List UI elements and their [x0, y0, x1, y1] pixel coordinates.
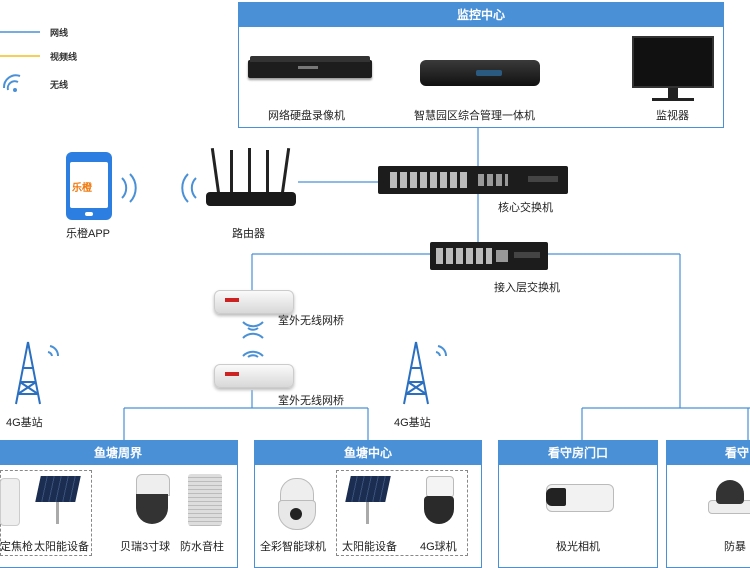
wireless-bridge-2-icon	[214, 364, 294, 388]
access-switch-icon	[430, 242, 548, 270]
management-label: 智慧园区综合管理一体机	[414, 110, 535, 122]
app-wireless-icon	[121, 173, 137, 203]
zone-1-item-2-label: 太阳能设备	[34, 541, 89, 553]
monitor-label: 监视器	[656, 110, 689, 122]
management-server-icon	[420, 54, 542, 88]
solar-pole-1	[56, 502, 59, 524]
legend-video-label: 视频线	[50, 52, 78, 62]
app-label: 乐橙APP	[66, 228, 111, 240]
zone-1-item-1-label: 定焦枪	[0, 541, 33, 553]
core-switch-label: 核心交换机	[498, 202, 553, 214]
zone-4-title: 看守	[667, 441, 750, 465]
router-icon	[206, 148, 296, 210]
aurora-camera-icon	[546, 484, 616, 514]
zone-2-device-group	[336, 470, 468, 556]
legend-net-label: 网线	[50, 28, 69, 38]
full-color-dome-icon	[276, 478, 316, 530]
legend: 网线 视频线 无线	[0, 22, 120, 92]
nvr-label: 网络硬盘录像机	[268, 110, 345, 122]
solar-panel-1-icon	[35, 476, 81, 502]
legend-wireless-label: 无线	[50, 80, 69, 90]
core-switch-icon	[378, 166, 568, 194]
legend-lines-icon	[0, 31, 40, 92]
zone-1-title: 鱼塘周界	[0, 441, 237, 465]
phone-app-icon: 乐橙	[66, 152, 112, 220]
router-wireless-icon	[181, 173, 197, 203]
zone-4-item-1-label: 防暴	[724, 541, 746, 553]
bullet-camera-icon	[0, 478, 20, 526]
bridge-1-label: 室外无线网桥	[278, 315, 344, 327]
vandal-dome-icon	[708, 480, 750, 520]
speaker-column-icon	[188, 474, 222, 526]
bridge-2-label: 室外无线网桥	[278, 395, 344, 407]
zone-3-title: 看守房门口	[499, 441, 657, 465]
app-logo-text: 乐橙	[72, 183, 92, 194]
speed-dome-3inch-icon	[132, 474, 172, 526]
nvr-device-icon	[248, 54, 372, 82]
cell-tower-1-icon	[15, 341, 60, 405]
tower-1-label: 4G基站	[6, 417, 43, 429]
zone-2-title: 鱼塘中心	[255, 441, 481, 465]
bridge-wireless-icon	[242, 321, 264, 339]
bridge-2-wireless-icon	[242, 350, 264, 358]
zone-1-item-3-label: 贝瑞3寸球	[120, 541, 171, 553]
zone-1-item-4-label: 防水音柱	[180, 541, 224, 553]
zone-2-item-3-label: 4G球机	[420, 541, 457, 553]
cell-tower-2-icon	[403, 341, 448, 405]
zone-2-item-2-label: 太阳能设备	[342, 541, 397, 553]
solar-panel-2-icon	[345, 476, 391, 502]
tower-2-label: 4G基站	[394, 417, 431, 429]
monitor-center-title: 监控中心	[239, 3, 723, 27]
monitor-icon	[632, 36, 716, 106]
zone-3-panel: 看守房门口	[498, 440, 658, 568]
wireless-bridge-1-icon	[214, 290, 294, 314]
zone-3-item-1-label: 极光相机	[556, 541, 600, 553]
solar-pole-2	[366, 502, 369, 524]
zone-2-item-1-label: 全彩智能球机	[260, 541, 326, 553]
4g-dome-camera-icon	[422, 476, 456, 528]
router-label: 路由器	[232, 228, 265, 240]
access-switch-label: 接入层交换机	[494, 282, 560, 294]
